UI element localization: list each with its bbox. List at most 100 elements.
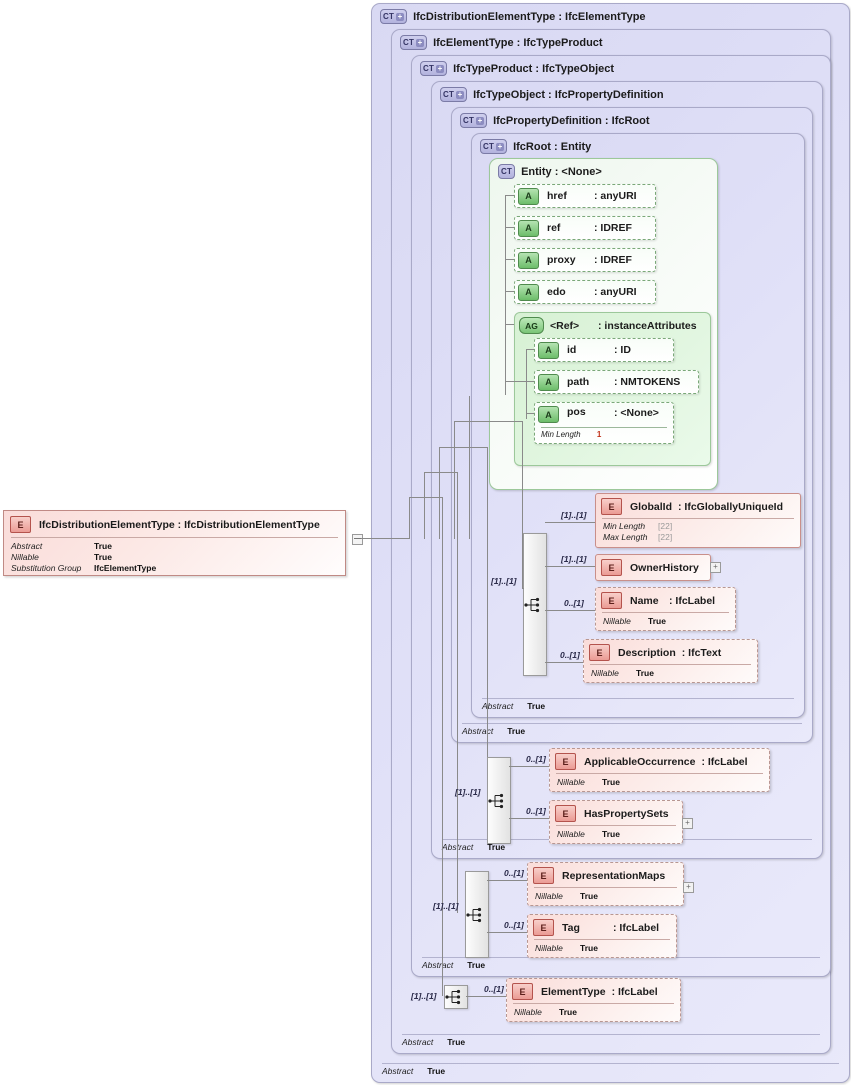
footer-value: True — [427, 1066, 446, 1076]
expand-icon: + — [476, 115, 485, 125]
element-property-value: True — [602, 829, 620, 839]
element-icon: E — [512, 983, 533, 1000]
element-representationmaps[interactable]: E RepresentationMaps Nillable True — [527, 862, 684, 906]
root-element-divider — [11, 537, 338, 538]
property-value: IfcElementType — [94, 563, 157, 573]
attribute-path[interactable]: A path : NMTOKENS — [534, 370, 699, 394]
element-property-value: True — [636, 668, 654, 678]
branch-tag — [487, 932, 527, 933]
attribute-href[interactable]: A href : anyURI — [514, 184, 656, 208]
footer-value: True — [507, 726, 526, 736]
stub-ifcpropertydefinition — [454, 421, 522, 422]
attribute-group-type: : instanceAttributes — [598, 319, 697, 332]
root-element-property: Substitution Group — [11, 563, 81, 573]
attribute-type: : <None> — [614, 407, 659, 419]
facet-min-length: Min Length 1 — [541, 430, 601, 439]
sequence-compositor-ifctypeobject[interactable] — [487, 757, 511, 844]
root-element-box[interactable]: E IfcDistributionElementType : IfcDistri… — [3, 510, 346, 576]
element-property: Nillable — [557, 777, 585, 787]
cardinality-globalid: [1]..[1] — [561, 510, 587, 520]
element-tag[interactable]: E Tag : IfcLabel Nillable True — [527, 914, 677, 958]
complextype-icon: CT+ — [420, 61, 448, 76]
branch-description — [545, 662, 583, 663]
element-icon: E — [555, 753, 576, 770]
element-icon: E — [589, 644, 610, 661]
property-key: Nillable — [591, 668, 619, 678]
element-elementtype[interactable]: E ElementType : IfcLabel Nillable True — [506, 978, 681, 1022]
element-description[interactable]: E Description : IfcText Nillable True — [583, 639, 758, 683]
cardinality-ifcelementtype-sequence: [1]..[1] — [411, 991, 437, 1001]
attribute-pos[interactable]: A pos : <None> Min Length 1 — [534, 402, 674, 444]
property-key: Nillable — [603, 616, 631, 626]
root-element-property-value: True — [94, 541, 112, 551]
sequence-icon — [524, 597, 540, 612]
element-name: ApplicableOccurrence — [584, 755, 696, 768]
attr-trunk — [505, 195, 506, 395]
element-applicableoccurrence[interactable]: E ApplicableOccurrence : IfcLabel Nillab… — [549, 748, 770, 792]
cardinality-description: 0..[1] — [560, 650, 580, 660]
root-element-property-value: IfcElementType — [94, 563, 156, 573]
property-key: Max Length — [603, 532, 648, 542]
attribute-name: pos — [567, 406, 586, 418]
footer-key: Abstract — [382, 1066, 414, 1076]
collapse-toggle[interactable] — [352, 534, 363, 545]
footer-key: Abstract — [402, 1037, 434, 1047]
sequence-compositor-ifcroot[interactable] — [523, 533, 547, 676]
cardinality-tag: 0..[1] — [504, 920, 524, 930]
complextype-icon: CT+ — [440, 87, 468, 102]
footer-key: Abstract — [462, 726, 494, 736]
attr-branch-edo — [505, 291, 515, 292]
root-element-property-value: True — [94, 552, 112, 562]
expand-icon: + — [416, 37, 425, 47]
root-element-property: Abstract — [11, 541, 42, 551]
element-name-box[interactable]: E Name : IfcLabel Nillable True — [595, 587, 736, 631]
attribute-type: : IDREF — [594, 254, 632, 266]
element-name: RepresentationMaps — [562, 869, 666, 882]
riser-ifcpropertydefinition — [454, 421, 455, 539]
attribute-proxy[interactable]: A proxy : IDREF — [514, 248, 656, 272]
ag-branch-path — [526, 381, 536, 382]
sequence-compositor-ifctypeproduct[interactable] — [465, 871, 489, 958]
complextype-header: CT+ IfcTypeProduct : IfcTypeObject — [420, 61, 614, 76]
element-name: Name — [630, 594, 659, 607]
drop-ifcpropertydefinition — [522, 421, 523, 588]
riser-ifctypeobject — [439, 447, 440, 539]
element-property-value: True — [580, 943, 598, 953]
attribute-group-icon: AG — [519, 317, 544, 334]
sequence-compositor-ifcelementtype[interactable] — [444, 985, 468, 1009]
attribute-name: ref — [547, 222, 561, 234]
attribute-group-name: <Ref> — [550, 319, 580, 332]
attribute-id[interactable]: A id : ID — [534, 338, 674, 362]
complextype-title: IfcPropertyDefinition : IfcRoot — [493, 114, 650, 127]
stub-ifctypeobject — [439, 447, 487, 448]
expand-icon: + — [396, 11, 405, 21]
stub-ifcelementtype — [409, 497, 442, 498]
attribute-type: : IDREF — [594, 222, 632, 234]
element-divider — [513, 1003, 674, 1004]
element-divider — [602, 518, 794, 519]
expand-button-representationmaps[interactable]: + — [683, 882, 694, 893]
element-icon: E — [601, 559, 622, 576]
attr-branch-ref — [505, 227, 515, 228]
complextype-footer: Abstract True — [462, 723, 802, 736]
attribute-ref[interactable]: A ref : IDREF — [514, 216, 656, 240]
element-ownerhistory[interactable]: E OwnerHistory — [595, 554, 711, 581]
branch-applicableoccurrence — [509, 766, 549, 767]
element-header: E Tag : IfcLabel — [533, 919, 672, 936]
property-value: True — [636, 668, 654, 678]
property-key: Nillable — [557, 777, 585, 787]
element-globalid[interactable]: E GlobalId : IfcGloballyUniqueId Min Len… — [595, 493, 801, 548]
complextype-header: CT+ IfcRoot : Entity — [480, 139, 591, 154]
attribute-edo[interactable]: A edo : anyURI — [514, 280, 656, 304]
attribute-icon: A — [538, 341, 559, 359]
element-haspropertysets[interactable]: E HasPropertySets Nillable True — [549, 800, 683, 844]
drop-ifctypeproduct — [457, 472, 458, 913]
element-divider — [556, 773, 763, 774]
sequence-icon — [445, 989, 461, 1005]
expand-button-ownerhistory[interactable]: + — [710, 562, 721, 573]
sequence-icon — [466, 907, 482, 922]
element-name: OwnerHistory — [630, 561, 699, 574]
expand-button-haspropertysets[interactable]: + — [682, 818, 693, 829]
property-value: [22] — [658, 532, 673, 542]
property-value: True — [94, 541, 112, 551]
